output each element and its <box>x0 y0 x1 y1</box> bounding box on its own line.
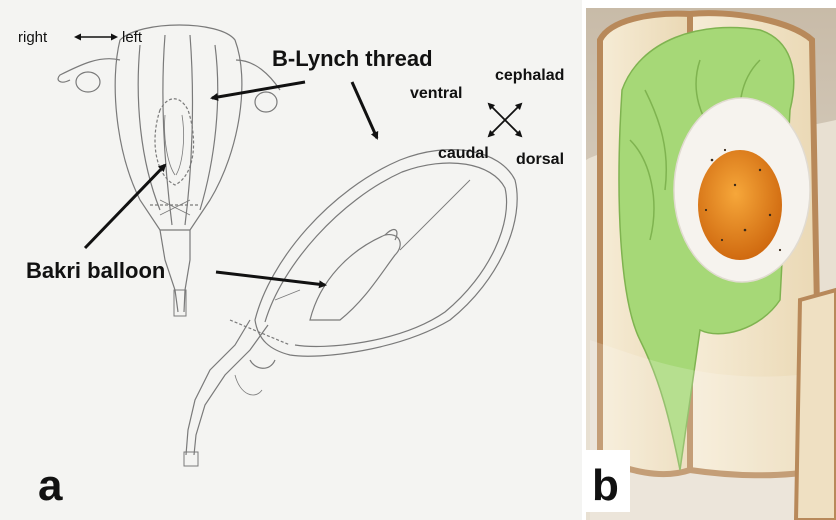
panel-b: b <box>586 8 836 520</box>
label-ventral: ventral <box>410 85 462 102</box>
label-bakri-balloon: Bakri balloon <box>26 258 165 283</box>
label-cephalad: cephalad <box>495 67 564 84</box>
panel-letter-a: a <box>38 461 63 510</box>
label-left: left <box>122 29 143 46</box>
label-caudal: caudal <box>438 145 489 162</box>
label-right: right <box>18 29 48 46</box>
egg-yolk <box>698 150 782 260</box>
panel-a: right left B-Lynch thread Bakri balloon … <box>0 0 582 520</box>
second-sandwich <box>796 290 836 520</box>
panel-divider <box>582 0 586 520</box>
label-dorsal: dorsal <box>516 151 564 168</box>
label-b-lynch-thread: B-Lynch thread <box>272 46 433 71</box>
panel-letter-b: b <box>592 461 619 510</box>
